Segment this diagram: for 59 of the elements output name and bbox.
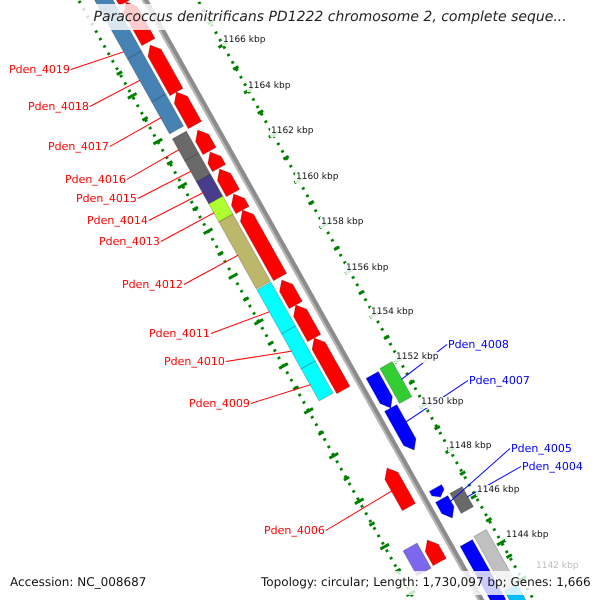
gene-label: Pden_4014: [87, 214, 148, 227]
scale-label: 1142 kbp: [535, 561, 580, 572]
scale-label: 1164 kbp: [247, 81, 292, 92]
scale-label: 1150 kbp: [420, 397, 464, 408]
gene-segment: [256, 282, 296, 334]
gene-label: Pden_4005: [511, 442, 572, 455]
leader-line: [250, 384, 312, 404]
gene-label: Pden_4019: [9, 63, 70, 76]
gene-label: Pden_4018: [28, 100, 89, 113]
gene-label: Pden_4009: [189, 397, 250, 410]
leader-line: [325, 490, 392, 531]
gene-segment: [151, 94, 184, 134]
gene-label: Pden_4010: [164, 355, 225, 368]
scale-label: 1144 kbp: [505, 530, 550, 541]
leader-line: [225, 350, 292, 362]
gene-segment: [184, 152, 211, 182]
gene-segment: [127, 50, 166, 102]
leader-line: [183, 254, 239, 285]
gene-segment: [300, 360, 334, 402]
gene-segment: [196, 174, 224, 204]
gene-segment: [449, 486, 474, 514]
gene-label: Pden_4013: [99, 235, 160, 248]
gene-label: Pden_4015: [76, 192, 137, 205]
leader-line: [210, 311, 270, 334]
leader-line: [109, 117, 162, 147]
gene-label: Pden_4016: [65, 173, 126, 186]
gene-segment: [384, 467, 416, 512]
gene-segment: [172, 130, 200, 162]
scale-label: 1146 kbp: [476, 485, 520, 496]
leader-line: [70, 51, 125, 70]
leader-line: [148, 192, 204, 221]
scale-label: 1160 kbp: [295, 172, 340, 183]
scale-label: 1148 kbp: [448, 441, 492, 452]
leader-line: [160, 212, 215, 242]
leader-line: [137, 170, 192, 199]
scale-label: 1162 kbp: [270, 126, 314, 137]
scale-label: 1154 kbp: [370, 307, 414, 318]
gene-label: Pden_4011: [149, 327, 210, 340]
map-title: Paracoccus denitrificans PD1222 chromosome 2, complete seque...: [94, 9, 567, 25]
scale-label: 1166 kbp: [222, 35, 266, 46]
gene-segment: [281, 326, 316, 370]
gene-label: Pden_4008: [448, 338, 509, 351]
scale-label: 1152 kbp: [395, 352, 440, 363]
scale-label: 1158 kbp: [320, 217, 364, 228]
gene-segment: [218, 214, 271, 290]
leader-line: [126, 149, 180, 180]
gene-label: Pden_4004: [522, 460, 583, 473]
gene-segment: [208, 196, 234, 222]
gene-label: Pden_4007: [469, 374, 530, 387]
accession-text: Accession: NC_008687: [10, 575, 146, 589]
scale-label: 1156 kbp: [345, 263, 390, 274]
leader-line: [89, 80, 141, 107]
leader-line: [450, 448, 510, 502]
gene-segment: [379, 361, 412, 404]
gene-label: Pden_4012: [122, 278, 183, 291]
gene-label: Pden_4017: [48, 140, 109, 153]
genome-summary-text: Topology: circular; Length: 1,730,097 bp; Genes: 1,666: [261, 575, 591, 589]
gene-segment: [384, 404, 416, 451]
gene-label: Pden_4006: [264, 524, 325, 537]
